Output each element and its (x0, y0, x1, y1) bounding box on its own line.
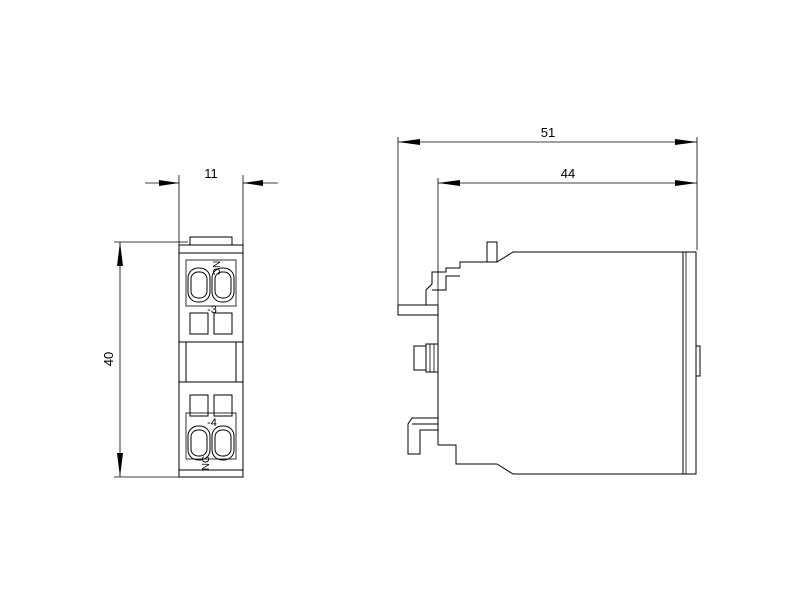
dim-body-label: 44 (561, 166, 575, 181)
bottom-clip (407, 417, 438, 455)
label-nc-bottom: NC (201, 456, 212, 470)
front-housing (178, 236, 244, 478)
lower-terminal: -4 NC (185, 394, 237, 470)
label-terminal-4: -4 (207, 417, 217, 429)
dimension-overall: 51 (397, 125, 698, 305)
dimension-body: 44 (437, 166, 697, 305)
front-view: 11 40 (101, 166, 278, 478)
dimension-height: 40 (101, 241, 188, 478)
dim-width-label: 11 (204, 166, 218, 181)
side-view: 51 44 (397, 125, 701, 475)
plunger (413, 343, 439, 373)
label-terminal-3: -3 (207, 304, 217, 316)
side-housing (437, 251, 701, 475)
dimension-width: 11 (145, 166, 278, 246)
dim-overall-label: 51 (541, 125, 555, 140)
upper-terminal: NC -3 (185, 259, 237, 335)
mounting-hook (397, 241, 498, 316)
dim-height-label: 40 (101, 352, 116, 366)
label-nc-top: NC (210, 261, 221, 275)
